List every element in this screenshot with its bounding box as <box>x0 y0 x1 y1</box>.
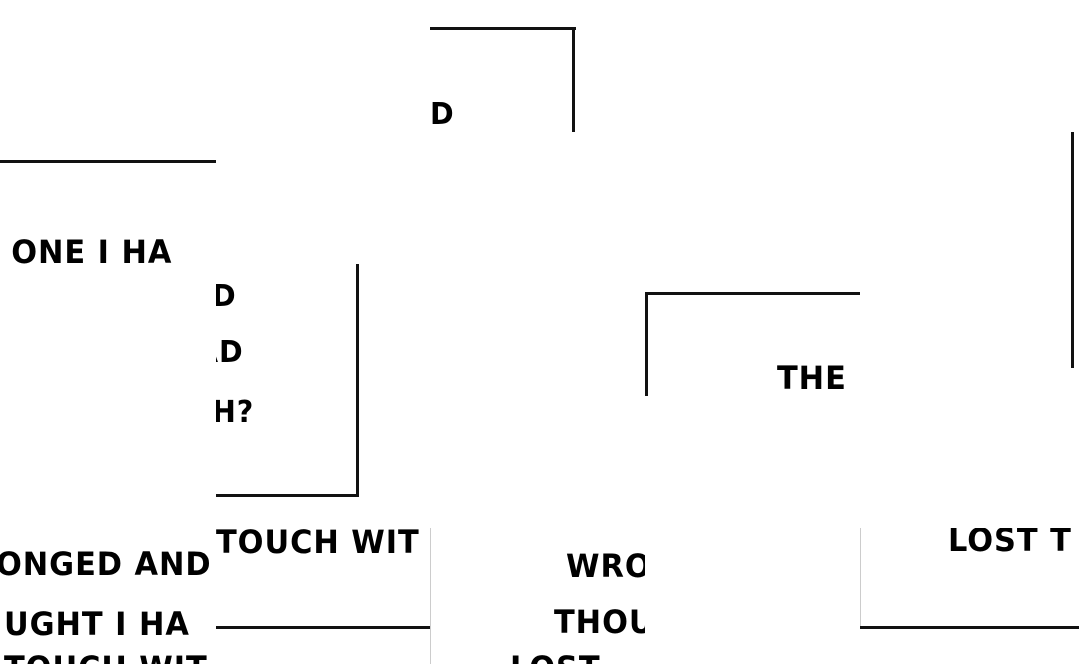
speech-text-ad: AD <box>216 335 244 370</box>
speech-text-h-question: H? <box>216 395 255 430</box>
panel-fragment-center: D AD H? <box>216 264 362 500</box>
panel-fragment-bottom-right: LOST T <box>860 528 1079 664</box>
speech-text-touch-wit-partial: TOUCH WIT <box>4 652 208 664</box>
panel-fragment-bottom-left: ONGED AND UGHT I HA TOUCH WIT <box>0 528 216 664</box>
panel-fragment-the: THE <box>645 264 860 396</box>
speech-text-lost-partial: LOST <box>510 652 601 664</box>
panel-border-top <box>430 27 576 30</box>
panel-border-left <box>430 528 431 664</box>
panel-border-left <box>645 292 648 396</box>
speech-text-the: THE <box>777 359 847 396</box>
panel-fragment-bottom-center: TOUCH WIT <box>216 500 430 664</box>
panel-border-top <box>0 160 216 163</box>
panel-border-bottom <box>216 494 359 497</box>
panel-border-right <box>356 264 359 496</box>
speech-text-thought-i-ha: UGHT I HA <box>4 605 190 643</box>
speech-text-wronged-and: ONGED AND <box>0 545 212 583</box>
panel-border-left <box>860 528 861 628</box>
panel-border-bottom <box>860 626 1079 629</box>
panel-border-left <box>1071 132 1074 368</box>
speech-text-lost-t: LOST T <box>948 528 1072 559</box>
speech-text-d-top: D <box>430 97 455 132</box>
panel-fragment-bottom-middle: WRO THOU LOST <box>430 528 645 664</box>
speech-text-wro: WRO <box>566 547 645 585</box>
panel-border-right <box>572 27 575 132</box>
speech-text-thou: THOU <box>554 603 645 641</box>
panel-fragment-top: D <box>430 0 580 132</box>
panel-border-top <box>645 292 860 295</box>
speech-text-d-small: D <box>216 282 237 312</box>
panel-fragment-far-right <box>1060 132 1079 368</box>
speech-text-touch-wit: TOUCH WIT <box>216 523 420 561</box>
speech-text-one-i-ha: E ONE I HA <box>0 233 173 271</box>
panel-fragment-left: E ONE I HA <box>0 132 216 496</box>
panel-border-bottom <box>216 626 430 629</box>
